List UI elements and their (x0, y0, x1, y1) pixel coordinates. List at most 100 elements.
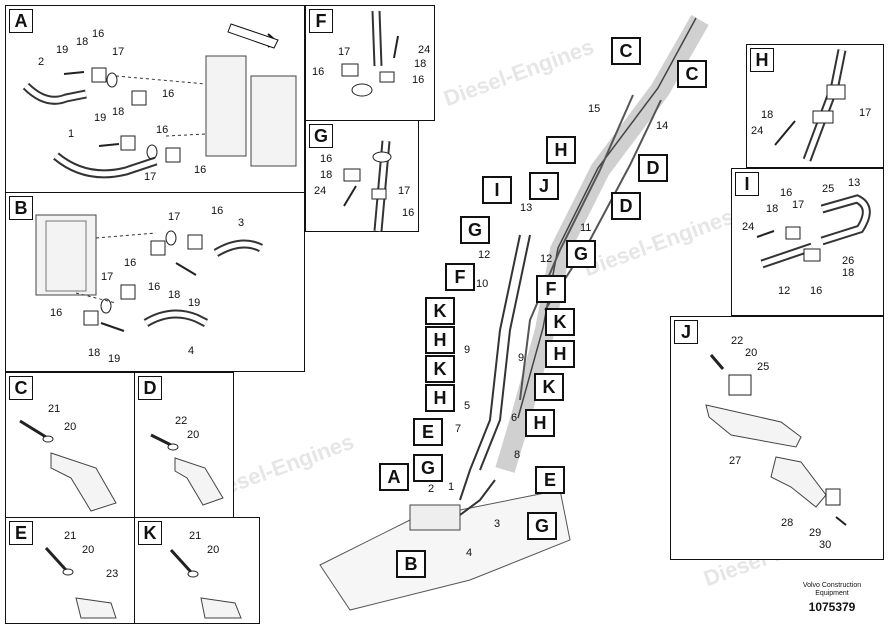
main-callout: D (611, 192, 641, 220)
part-label: 13 (848, 177, 861, 189)
part-label: 4 (188, 345, 195, 357)
part-label: 20 (64, 421, 77, 433)
panel-c-drawing (19, 419, 117, 512)
part-label: 25 (822, 183, 835, 195)
part-label: 16 (312, 66, 325, 78)
part-label: 26 (842, 255, 855, 267)
panel-letter: E (9, 521, 33, 545)
part-label: 20 (82, 544, 95, 556)
part-label: 30 (819, 539, 832, 551)
company-name-line-2: Equipment (815, 590, 849, 597)
part-label: 18 (320, 169, 333, 181)
part-label: 18 (88, 347, 101, 359)
part-label: 8 (514, 449, 521, 461)
detail-panel-c: C 21 20 (5, 372, 135, 518)
panel-letter: H (750, 48, 774, 72)
document-number: 1075379 (808, 600, 856, 614)
part-label: 11 (580, 222, 592, 234)
part-label: 19 (56, 44, 69, 56)
main-callout: H (545, 340, 575, 368)
main-callout: H (425, 384, 455, 412)
panel-letter: D (138, 376, 162, 400)
part-label: 18 (842, 267, 855, 279)
main-callout: H (425, 326, 455, 354)
part-label: 9 (464, 344, 471, 356)
part-label: 1 (68, 128, 75, 140)
part-label: 18 (112, 106, 125, 118)
part-label: 16 (50, 307, 63, 319)
part-label: 21 (64, 530, 77, 542)
part-label: 16 (412, 74, 425, 86)
part-label: 17 (859, 107, 872, 119)
watermark-text: Diesel-Engines (580, 203, 738, 282)
main-callout: B (396, 550, 426, 578)
panel-letter: G (309, 124, 333, 148)
part-label: 24 (418, 44, 431, 56)
detail-panel-h: H 17 18 24 (746, 44, 884, 168)
main-callout: H (546, 136, 576, 164)
part-label: 17 (144, 171, 157, 183)
part-label: 16 (92, 28, 105, 40)
part-label: 5 (464, 400, 471, 412)
part-label: 20 (187, 429, 200, 441)
part-label: 19 (94, 112, 107, 124)
part-label: 12 (540, 253, 553, 265)
detail-panel-i: I 16 13 25 18 17 24 26 18 12 16 (731, 168, 884, 316)
main-callout: F (536, 275, 566, 303)
part-label: 2 (38, 56, 45, 68)
part-label: 4 (466, 547, 473, 559)
panel-b-drawing (35, 214, 264, 332)
part-label: 16 (320, 153, 333, 165)
part-label: 25 (757, 361, 770, 373)
panel-g-drawing (343, 140, 392, 232)
part-label: 16 (148, 281, 161, 293)
company-name: Volvo Construction (802, 582, 862, 589)
main-callout: K (545, 308, 575, 336)
panel-e-drawing (44, 546, 117, 619)
part-label: 1 (448, 481, 455, 493)
part-label: 20 (207, 544, 220, 556)
panel-letter: C (9, 376, 33, 400)
detail-panel-k: K 21 20 (134, 517, 260, 624)
detail-panel-g: G 16 18 17 24 16 (305, 120, 419, 232)
main-callout: G (527, 512, 557, 540)
detail-panel-e: E 21 20 23 (5, 517, 135, 624)
main-callout: F (445, 263, 475, 291)
part-label: 6 (511, 412, 518, 424)
panel-d-drawing (150, 433, 224, 506)
panel-letter: A (9, 9, 33, 33)
part-label: 16 (780, 187, 793, 199)
part-label: 17 (168, 211, 181, 223)
detail-panel-f: F 24 17 18 16 16 (305, 5, 435, 121)
part-label: 10 (476, 278, 489, 290)
panel-i-drawing (756, 194, 871, 269)
watermark-text: Diesel-Engines (440, 33, 598, 112)
panel-a-drawing (22, 23, 297, 179)
part-label: 16 (194, 164, 207, 176)
detail-panel-a: A 19 18 16 2 17 16 19 18 16 1 17 16 (5, 5, 305, 193)
main-callout: D (638, 154, 668, 182)
part-label: 29 (809, 527, 822, 539)
main-callout: K (425, 355, 455, 383)
part-label: 17 (112, 46, 125, 58)
main-callout: E (535, 466, 565, 494)
part-label: 19 (108, 353, 121, 365)
main-callout: K (425, 297, 455, 325)
part-label: 17 (338, 46, 351, 58)
part-label: 13 (520, 202, 533, 214)
part-label: 2 (428, 483, 435, 495)
main-callout: G (460, 216, 490, 244)
panel-j-drawing (705, 354, 847, 526)
panel-letter: B (9, 196, 33, 220)
part-label: 3 (238, 217, 245, 229)
panel-k-drawing (169, 548, 242, 619)
part-label: 12 (478, 249, 491, 261)
main-callout: A (379, 463, 409, 491)
main-callout: C (677, 60, 707, 88)
main-callout: E (413, 418, 443, 446)
detail-panel-j: J 22 20 25 27 28 29 30 (670, 316, 884, 560)
part-label: 18 (168, 289, 181, 301)
part-label: 16 (810, 285, 823, 297)
part-label: 18 (761, 109, 774, 121)
part-label: 22 (175, 415, 188, 427)
